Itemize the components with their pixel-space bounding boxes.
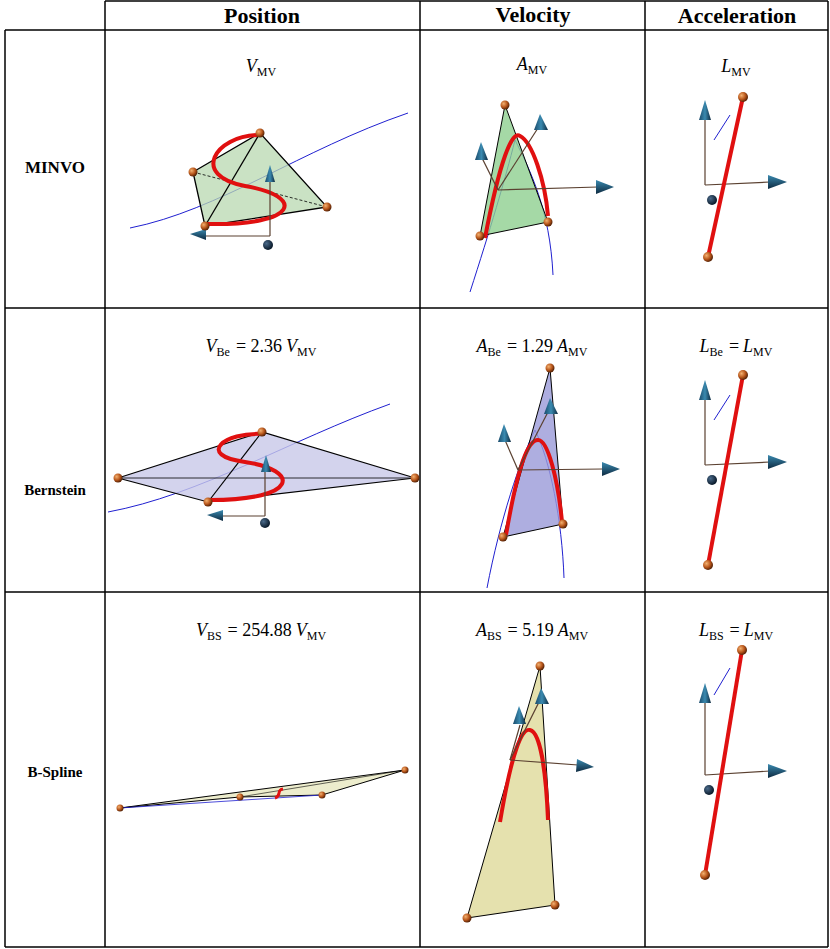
math-symbol: A: [557, 336, 568, 356]
math-subscript: MV: [297, 345, 316, 359]
column-header: Position: [224, 3, 300, 29]
math-relation: = 1.29: [507, 336, 553, 356]
math-symbol: V: [296, 620, 307, 640]
cell-formula: VBe= 2.36VMV: [206, 336, 319, 360]
math-symbol: A: [477, 336, 488, 356]
bernstein-position-hull: [108, 404, 420, 528]
math-subscript: MV: [307, 629, 326, 643]
math-relation: =: [729, 336, 739, 356]
math-symbol: L: [699, 620, 709, 640]
cell-formula: ABS= 5.19AMV: [476, 620, 590, 644]
math-symbol: A: [558, 620, 569, 640]
math-subscript: BS: [709, 629, 724, 643]
cell-formula: VBS= 254.88VMV: [196, 620, 328, 644]
bspline-position-hull: [117, 767, 409, 812]
math-symbol: V: [196, 620, 207, 640]
math-subscript: BS: [487, 629, 502, 643]
cell-formula: LBe=LMV: [700, 336, 775, 360]
math-subscript: MV: [257, 65, 276, 79]
math-subscript: BS: [207, 629, 222, 643]
minvo-velocity-hull: [470, 101, 614, 293]
math-symbol: A: [517, 54, 528, 74]
math-relation: =: [730, 620, 740, 640]
math-subscript: Be: [217, 345, 230, 359]
math-subscript: MV: [731, 65, 750, 79]
math-relation: = 254.88: [228, 620, 292, 640]
math-symbol: L: [743, 336, 753, 356]
minvo-acceleration-segment: [699, 92, 787, 262]
math-relation: = 5.19: [508, 620, 554, 640]
bspline-acceleration-segment: [699, 645, 787, 880]
cell-formula: LMV: [721, 56, 752, 80]
cell-formula: AMV: [517, 54, 549, 78]
math-symbol: V: [246, 56, 257, 76]
column-header: Acceleration: [678, 3, 797, 29]
cell-formula: ABe= 1.29AMV: [477, 336, 590, 360]
math-subscript: Be: [710, 345, 723, 359]
bernstein-acceleration-segment: [699, 370, 787, 570]
math-symbol: L: [700, 336, 710, 356]
minvo-position-hull: [130, 113, 408, 250]
math-subscript: Be: [488, 345, 501, 359]
table-grid: [5, 1, 828, 947]
math-subscript: MV: [753, 345, 772, 359]
math-subscript: MV: [754, 629, 773, 643]
bernstein-velocity-hull: [487, 364, 620, 589]
row-header: MINVO: [25, 158, 85, 178]
math-subscript: MV: [568, 345, 587, 359]
column-header: Velocity: [496, 2, 571, 28]
math-symbol: V: [206, 336, 217, 356]
row-header: Bernstein: [24, 482, 86, 499]
math-symbol: V: [286, 336, 297, 356]
cell-formula: VMV: [246, 56, 278, 80]
math-subscript: MV: [569, 629, 588, 643]
math-subscript: MV: [528, 63, 547, 77]
bspline-velocity-hull: [463, 662, 595, 923]
math-symbol: A: [476, 620, 487, 640]
math-symbol: L: [721, 56, 731, 76]
math-symbol: L: [744, 620, 754, 640]
math-relation: = 2.36: [236, 336, 282, 356]
cell-formula: LBS=LMV: [699, 620, 775, 644]
row-header: B-Spline: [27, 764, 82, 781]
